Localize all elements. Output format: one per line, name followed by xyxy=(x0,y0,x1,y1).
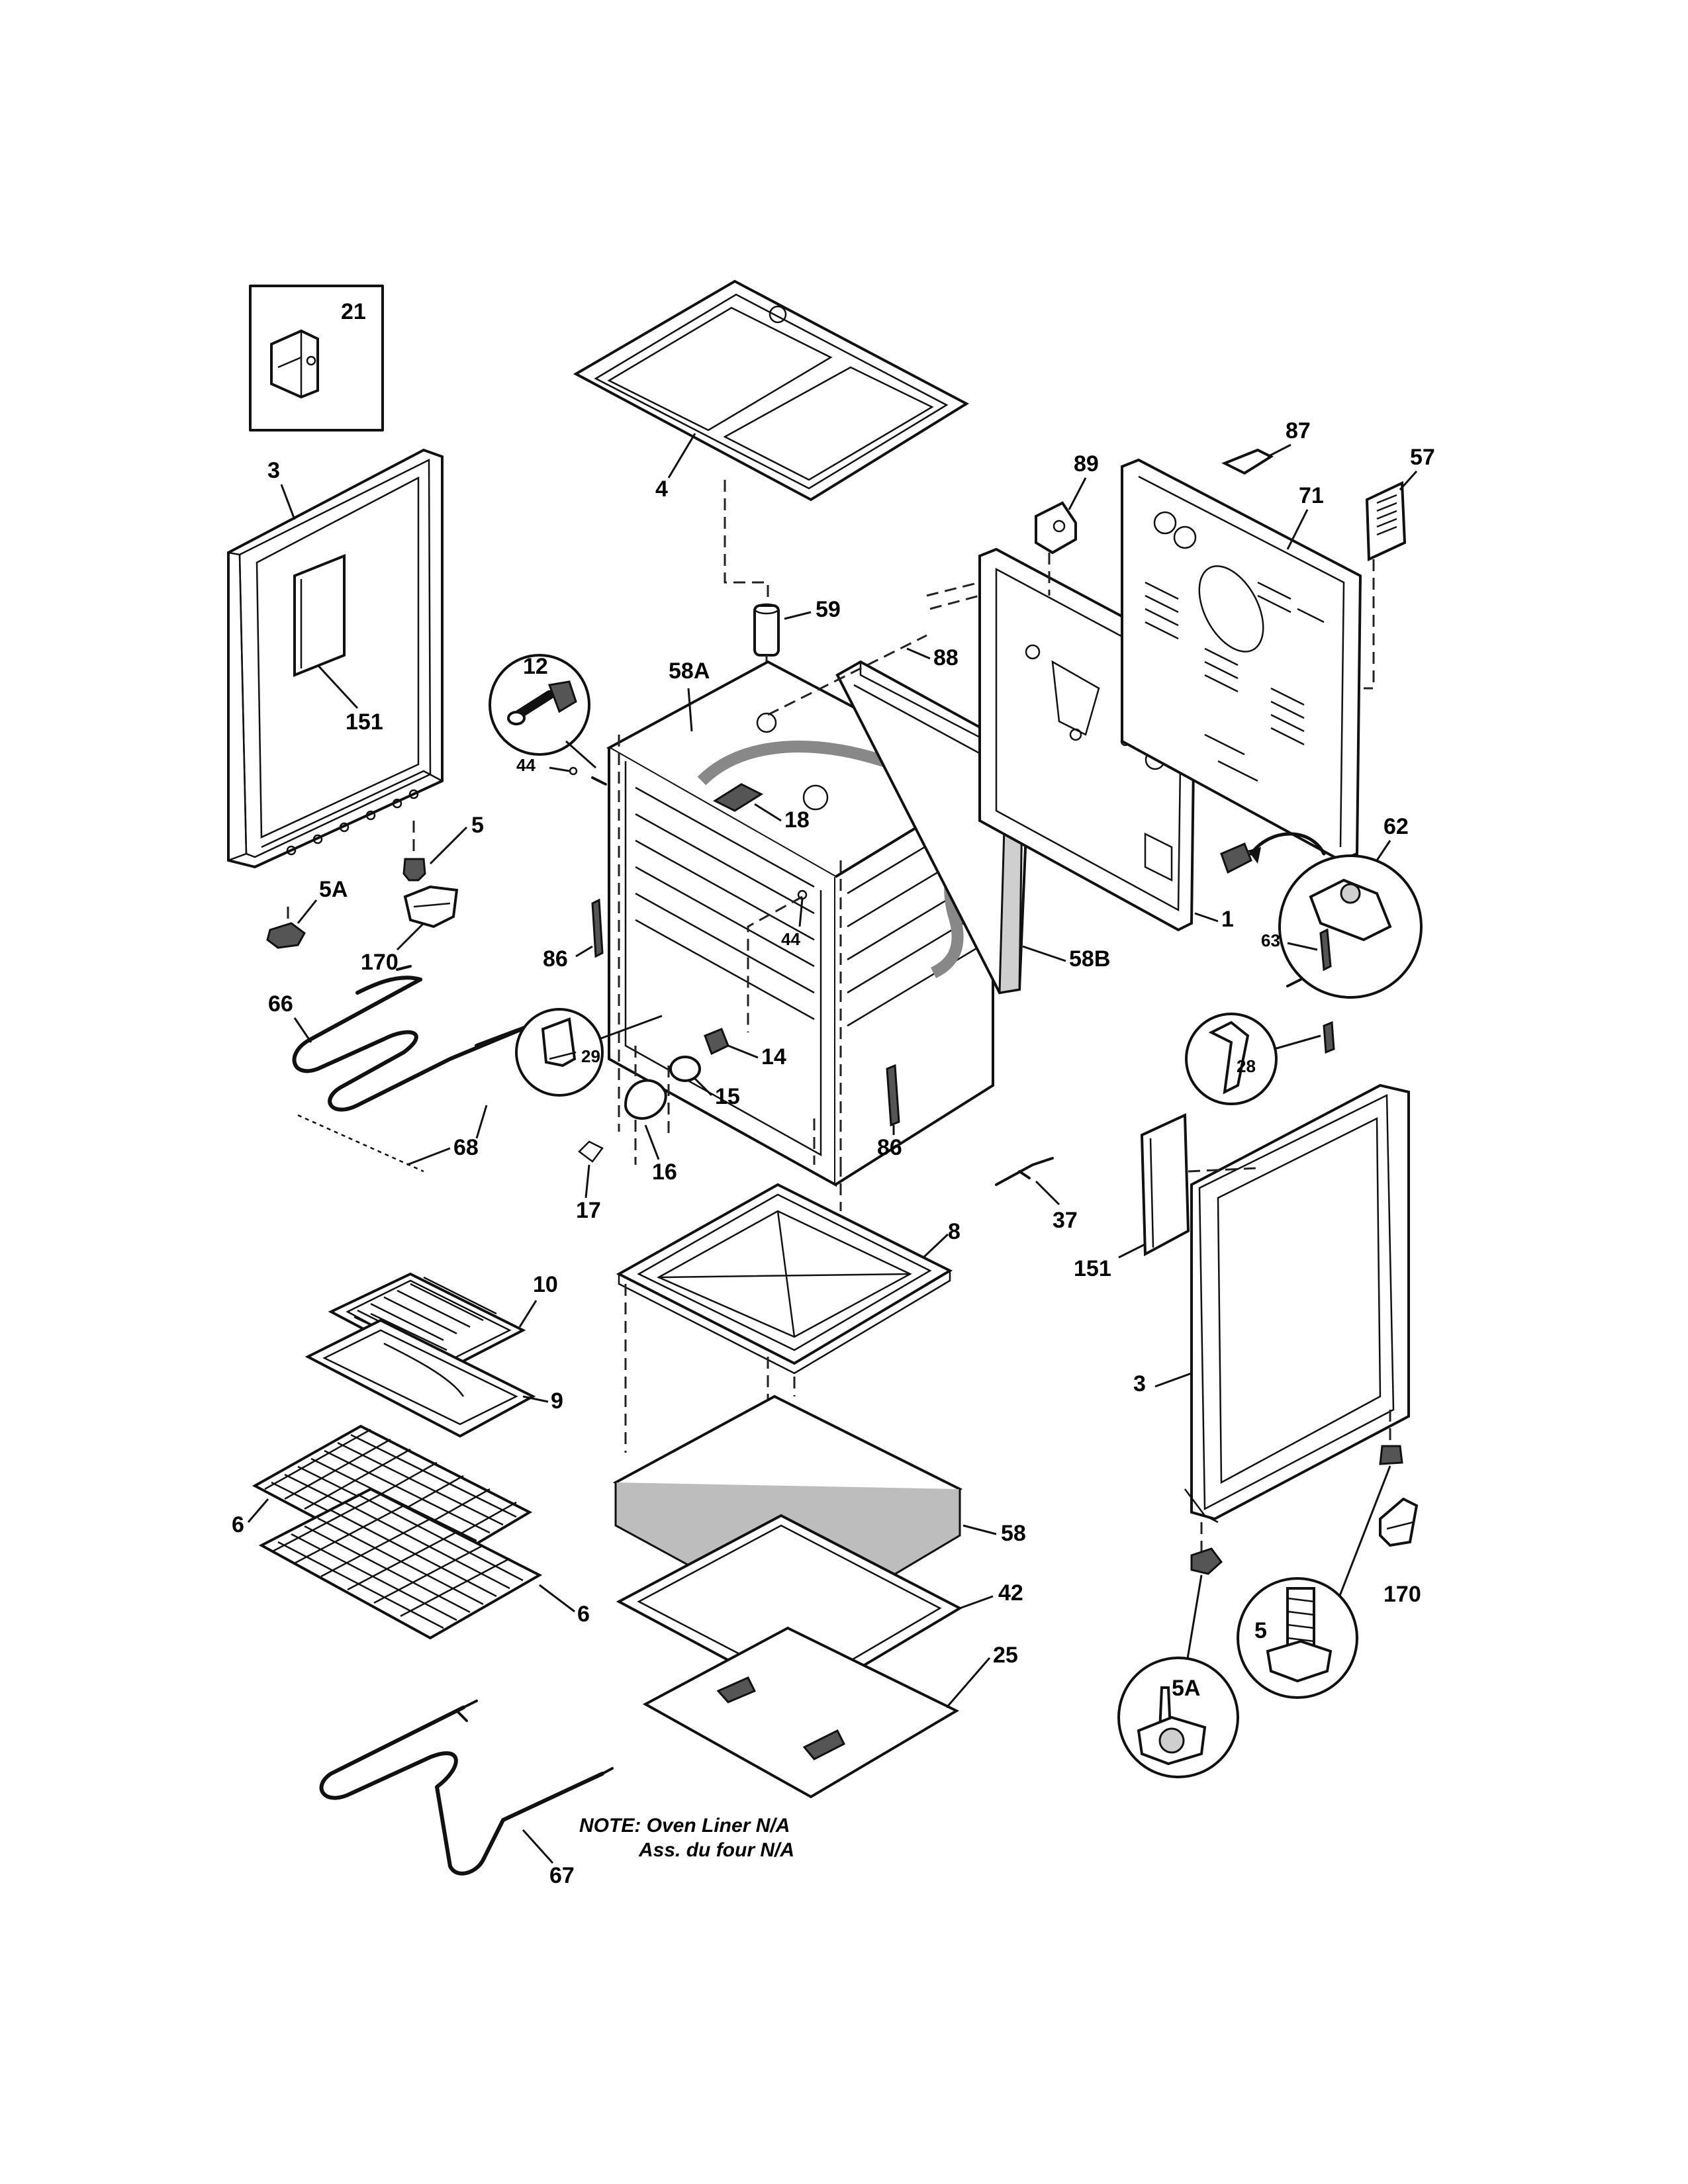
part-28-inset: 28 xyxy=(1185,1013,1335,1105)
broiler-pan: 10 9 xyxy=(305,1272,563,1438)
label-17: 17 xyxy=(576,1198,601,1223)
label-5-left: 5 xyxy=(471,813,484,838)
note-line-1: NOTE: Oven Liner N/A xyxy=(579,1815,790,1837)
part-21-inset: 21 xyxy=(249,285,384,432)
note-line-2: Ass. du four N/A xyxy=(638,1839,794,1861)
top-panel: 4 xyxy=(573,279,970,599)
part-18: 18 xyxy=(712,783,810,833)
oven-racks: 6 6 xyxy=(232,1424,590,1640)
label-58: 58 xyxy=(1001,1521,1026,1546)
label-44-mid: 44 xyxy=(781,929,800,949)
left-side-panel: 3 151 xyxy=(227,448,444,869)
oven-light-assembly: 14 15 16 17 xyxy=(576,1028,786,1223)
label-58A: 58A xyxy=(669,659,710,684)
part-86-left: 86 xyxy=(543,898,604,972)
label-44-left: 44 xyxy=(516,755,536,775)
label-42: 42 xyxy=(998,1580,1023,1606)
label-18: 18 xyxy=(784,807,810,833)
part-62-63-inset: 62 63 xyxy=(1220,814,1423,999)
part-5-right-inset: 5 xyxy=(1237,1577,1358,1699)
label-3-left: 3 xyxy=(267,458,280,483)
part-5A-right-inset: 5A xyxy=(1117,1657,1239,1778)
broil-element: 66 68 xyxy=(268,965,532,1173)
label-87: 87 xyxy=(1286,418,1311,443)
label-1: 1 xyxy=(1221,907,1234,932)
left-leveling-parts: 5 5A 170 xyxy=(266,813,484,975)
label-10: 10 xyxy=(533,1272,558,1297)
part-44-mid: 44 xyxy=(747,889,808,1032)
label-63: 63 xyxy=(1261,931,1280,950)
label-3-right: 3 xyxy=(1133,1371,1146,1396)
label-9: 9 xyxy=(551,1388,563,1414)
label-170-right: 170 xyxy=(1383,1582,1421,1607)
label-170-left: 170 xyxy=(361,950,399,975)
label-151-right: 151 xyxy=(1074,1256,1111,1281)
label-62: 62 xyxy=(1383,814,1409,839)
label-8: 8 xyxy=(948,1219,961,1244)
lower-cavity-parts: 8 58 42 25 xyxy=(612,1183,1026,1799)
label-57: 57 xyxy=(1410,445,1435,470)
back-cover-panel: 71 87 xyxy=(1121,418,1362,862)
part-170-right: 170 xyxy=(1379,1497,1421,1607)
label-66: 66 xyxy=(268,991,293,1017)
label-71: 71 xyxy=(1299,483,1324,508)
label-58B: 58B xyxy=(1069,946,1110,972)
label-6-upper: 6 xyxy=(232,1512,244,1537)
label-25: 25 xyxy=(993,1643,1018,1668)
label-15: 15 xyxy=(715,1084,740,1109)
label-28: 28 xyxy=(1237,1056,1256,1076)
label-59: 59 xyxy=(816,597,841,622)
label-88: 88 xyxy=(933,645,959,670)
label-16: 16 xyxy=(652,1160,677,1185)
label-12: 12 xyxy=(523,654,548,679)
label-37: 37 xyxy=(1053,1208,1078,1233)
part-57: 57 xyxy=(1364,445,1435,690)
label-14: 14 xyxy=(761,1044,786,1069)
right-side-panel: 3 151 xyxy=(1074,1083,1410,1675)
part-37: 37 xyxy=(995,1157,1078,1233)
label-89: 89 xyxy=(1074,451,1099,477)
note: NOTE: Oven Liner N/A Ass. du four N/A xyxy=(579,1815,794,1861)
label-86-left: 86 xyxy=(543,946,568,972)
bake-element: 67 xyxy=(319,1700,614,1888)
label-29: 29 xyxy=(581,1046,600,1066)
oven-cavity: 58A xyxy=(606,659,996,1211)
label-5A-left: 5A xyxy=(319,877,348,902)
label-86-mid: 86 xyxy=(877,1135,902,1160)
part-89: 89 xyxy=(1035,451,1099,596)
label-6-lower: 6 xyxy=(577,1602,590,1627)
label-5-right: 5 xyxy=(1254,1618,1267,1643)
part-86-mid: 86 xyxy=(877,1064,902,1160)
part-59: 59 xyxy=(753,597,841,721)
label-5A-right: 5A xyxy=(1172,1676,1200,1701)
label-21: 21 xyxy=(341,299,366,324)
part-29-inset: 29 xyxy=(515,1008,663,1097)
label-4: 4 xyxy=(655,477,668,502)
label-151-left: 151 xyxy=(346,709,383,735)
label-68: 68 xyxy=(453,1135,479,1160)
label-67: 67 xyxy=(549,1863,575,1888)
part-12-inset: 12 44 xyxy=(489,654,607,786)
